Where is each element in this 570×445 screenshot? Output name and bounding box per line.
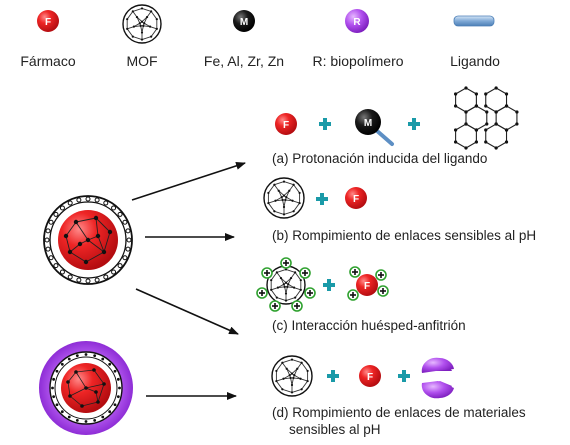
- legend-polymer-label: R: biopolímero: [312, 53, 404, 69]
- row-a-metal-magnifier-icon: M: [355, 109, 394, 146]
- legend-drug-label: Fármaco: [20, 53, 76, 69]
- legend-polymer-icon: R: [345, 9, 369, 33]
- svg-text:F: F: [364, 281, 370, 292]
- arrow-to-c: [135, 288, 239, 335]
- legend-ligand-icon: [453, 15, 495, 27]
- row-d-mof-icon: [271, 355, 313, 397]
- legend-ligand-label: Ligando: [450, 53, 500, 69]
- row-d-drug-icon: F: [359, 365, 381, 387]
- row-b-drug-symbol: F: [353, 194, 359, 205]
- legend-drug-icon: F: [37, 10, 59, 32]
- polymer-coated-mof-particle: [39, 341, 133, 435]
- arrow-to-a: [131, 161, 246, 201]
- legend-mof-icon: [122, 4, 162, 44]
- legend-metal-label: Fe, Al, Zr, Zn: [203, 53, 285, 69]
- row-a-drug-icon: F: [275, 113, 297, 135]
- row-a-metal-symbol: M: [364, 118, 372, 129]
- row-b-drug-icon: F: [345, 187, 367, 209]
- legend-metal-symbol: M: [240, 17, 248, 28]
- mof-drug-particle: [43, 195, 133, 285]
- legend-metal-icon: M: [233, 10, 255, 32]
- row-a-drug-symbol: F: [283, 120, 289, 131]
- plus-icon: [327, 370, 339, 382]
- plus-icon: [323, 279, 335, 291]
- legend-polymer-symbol: R: [353, 17, 361, 28]
- mechanism-b-label: (b) Rompimiento de enlaces sensibles al …: [272, 228, 537, 243]
- plus-icon: [319, 118, 331, 130]
- plus-icon: [398, 370, 410, 382]
- row-d-drug-symbol: F: [367, 372, 373, 383]
- plus-icon: [408, 118, 420, 130]
- organic-ligand-network-icon: [454, 86, 519, 150]
- row-d-broken-polymer-icon: [421, 357, 454, 399]
- row-c-charged-drug-icon: F: [347, 266, 389, 301]
- mechanism-d-label-line1: (d) Rompimiento de enlaces de materiales: [272, 405, 526, 420]
- legend-mof-label: MOF: [126, 53, 158, 69]
- row-c-charged-mof-icon: [256, 257, 316, 312]
- row-b-mof-icon: [263, 177, 305, 219]
- mechanism-c-label: (c) Interacción huésped-anfitrión: [272, 318, 466, 333]
- plus-icon: [316, 193, 328, 205]
- mechanism-a-label: (a) Protonación inducida del ligando: [272, 151, 488, 166]
- mechanism-d-label-line2: sensibles al pH: [289, 422, 381, 437]
- legend-drug-symbol: F: [45, 17, 51, 28]
